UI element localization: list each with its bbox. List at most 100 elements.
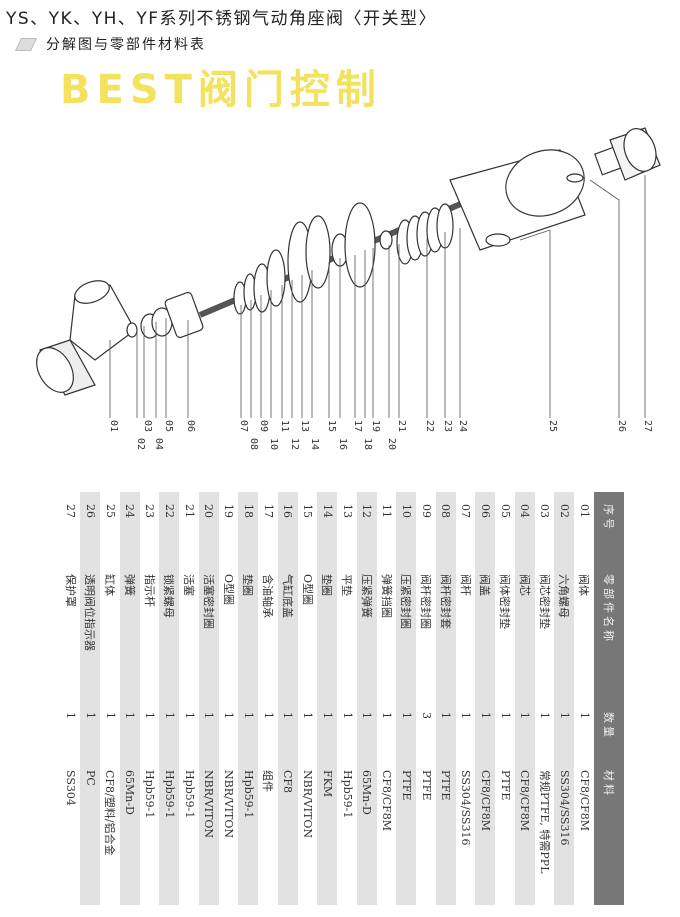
cell-part-name: 压紧密封圈 [396,570,417,708]
spring-part [396,203,454,265]
cell-part-name: 压紧弹簧 [357,570,377,708]
cell-quantity: 1 [143,712,157,719]
cell-material: Hpb59-1 [159,766,180,905]
cell-material: PTFE [436,766,456,905]
cell-number: 12 [357,492,377,570]
callout-23: 23 [442,420,453,433]
cell-number: 11 [380,504,394,518]
cell-quantity: 1 [554,708,575,766]
callout-24: 24 [457,420,468,433]
cell-material: NBR/VITON [301,770,315,838]
cell-number: 09 [419,504,433,518]
callout-02: 02 [135,438,146,451]
cell-part-name: 指示杆 [142,574,156,607]
cell-quantity: 1 [380,712,394,719]
cell-part-name: 垫圈 [238,570,259,708]
cell-material: Hpb59-1 [182,770,196,819]
cell-material: 65Mn-D [120,766,140,905]
cylinder-part [449,149,586,251]
callout-15: 15 [326,420,337,433]
callout-10: 10 [268,438,279,451]
cell-material: CF8/CF8M [515,766,535,905]
cell-quantity: 1 [515,708,535,766]
cell-material: SS304/SS316 [459,770,473,846]
callout-05: 05 [163,420,174,433]
cell-material: PTFE [396,766,417,905]
cell-part-name: 含油轴承 [261,574,275,618]
cell-number: 25 [103,504,117,518]
cell-number: 21 [182,504,196,518]
cell-number: 18 [238,492,259,570]
cell-part-name: 阀盖 [475,570,496,708]
cell-number: 23 [143,504,157,518]
header-quantity: 数量 [594,708,624,766]
cell-quantity: 1 [396,708,417,766]
cell-material: Hpb59-1 [340,770,354,819]
cell-part-name: 阀芯 [515,570,535,708]
cell-number: 14 [317,492,338,570]
cell-part-name: 阀体 [577,574,591,596]
callout-12: 12 [289,438,300,451]
cell-part-name: 六角螺母 [554,570,575,708]
cell-number: 17 [261,504,275,518]
callout-19: 19 [370,420,381,433]
cell-part-name: 活塞 [182,574,196,596]
cell-quantity: 1 [357,708,377,766]
table-header-row: 序号 零部件名称 数量 材料 [594,492,624,905]
cell-material: PTFE [419,770,433,801]
callout-09: 09 [258,420,269,433]
callout-27: 27 [642,420,653,433]
cell-number: 05 [498,504,512,518]
cell-material: PTFE [498,770,512,801]
callout-03: 03 [142,420,153,433]
cell-quantity: 1 [459,712,473,719]
cell-quantity: 1 [317,708,338,766]
cell-quantity: 1 [159,708,180,766]
cell-number: 13 [340,504,354,518]
cell-part-name: 阀杆 [458,574,472,596]
cell-quantity: 3 [419,712,433,719]
callout-17: 17 [352,420,363,433]
valve-body-part [36,280,136,396]
cell-number: 04 [515,492,535,570]
cell-quantity: 1 [577,712,591,719]
cell-quantity: 1 [436,708,456,766]
cell-number: 02 [554,492,575,570]
callout-21: 21 [396,420,407,433]
cell-number: 15 [301,504,315,518]
cell-quantity: 1 [222,712,236,719]
cell-material: SS304/SS316 [554,766,575,905]
callout-07: 07 [238,420,249,433]
cell-quantity: 1 [301,712,315,719]
cell-material: CF8 [278,766,298,905]
cell-material: 组件 [261,770,275,792]
cell-material: Hpb59-1 [238,766,259,905]
cell-number: 06 [475,492,496,570]
cell-part-name: 阀芯密封垫 [537,574,551,629]
cell-quantity: 1 [64,712,78,719]
cell-material: FKM [317,766,338,905]
cell-number: 20 [199,492,219,570]
cell-quantity: 1 [238,708,259,766]
callout-01: 01 [108,420,119,433]
header-number: 序号 [594,492,624,570]
cell-part-name: 锁紧螺母 [159,570,180,708]
